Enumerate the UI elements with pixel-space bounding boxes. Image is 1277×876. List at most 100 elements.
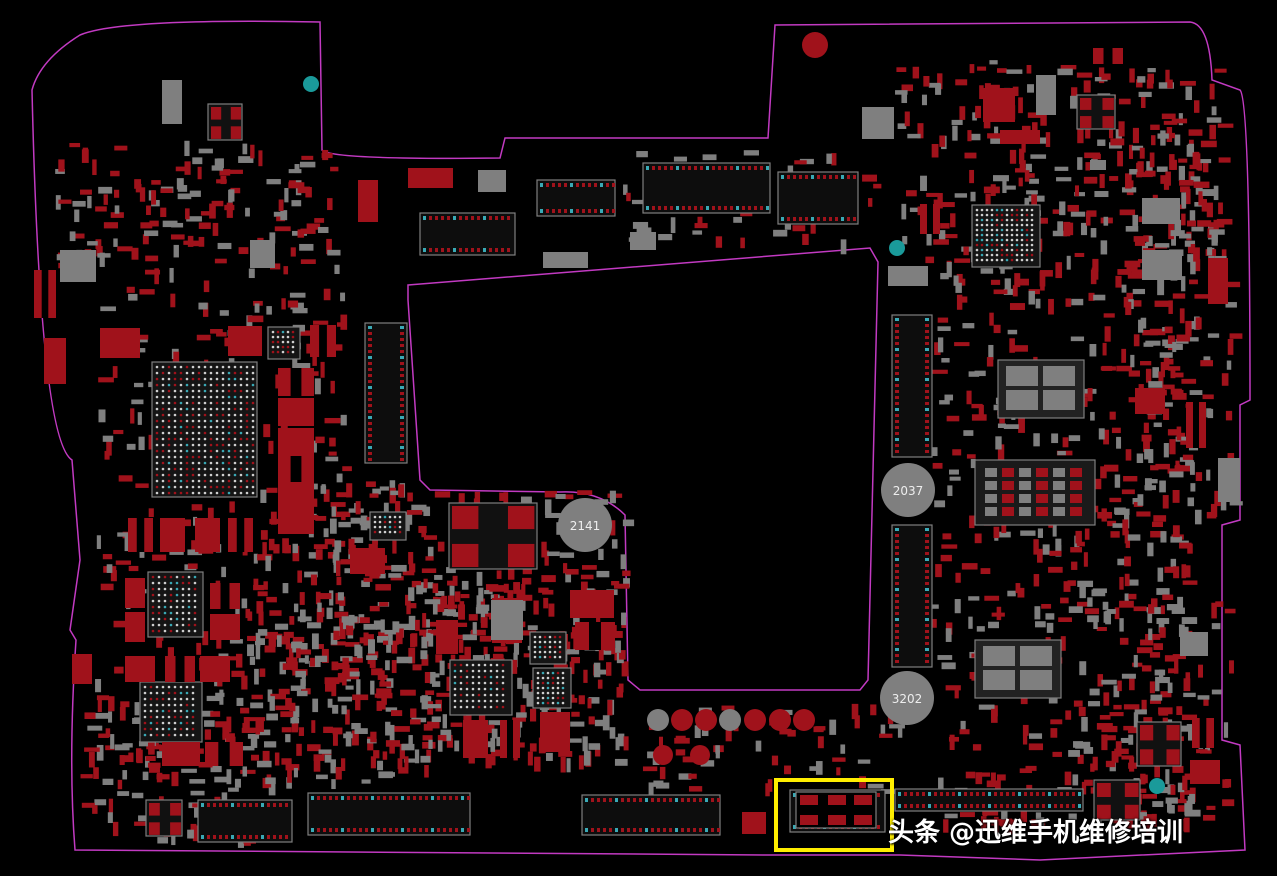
bga-ball bbox=[185, 389, 189, 393]
passive-pad bbox=[98, 377, 114, 383]
passive-pad bbox=[274, 752, 280, 766]
bga-ball bbox=[143, 721, 147, 725]
bga-ball bbox=[173, 371, 177, 375]
passive-pad bbox=[1125, 226, 1139, 232]
bga-ball bbox=[990, 238, 994, 242]
passive-pad bbox=[192, 825, 199, 842]
passive-pad bbox=[315, 436, 325, 444]
passive-pad bbox=[993, 526, 1000, 539]
passive-pad bbox=[611, 580, 620, 586]
bga-ball bbox=[985, 243, 989, 247]
bga-ball bbox=[477, 681, 481, 685]
passive-pad bbox=[578, 755, 584, 770]
bga-ball bbox=[1010, 223, 1014, 227]
pin bbox=[895, 600, 899, 603]
passive-pad bbox=[1150, 465, 1159, 471]
bga-ball bbox=[276, 335, 280, 339]
bga-ball bbox=[378, 530, 382, 534]
passive-pad bbox=[409, 719, 421, 725]
passive-pad bbox=[1185, 565, 1191, 578]
passive-pad bbox=[421, 654, 429, 666]
bga-ball bbox=[459, 699, 463, 703]
pin bbox=[895, 618, 899, 621]
bga-ball bbox=[173, 377, 177, 381]
grey-block bbox=[1090, 160, 1106, 170]
passive-pad bbox=[1102, 342, 1107, 356]
passive-pad bbox=[1187, 337, 1199, 342]
pin bbox=[895, 450, 899, 453]
bga-ball bbox=[155, 685, 159, 689]
passive-pad bbox=[1187, 143, 1195, 153]
bga-ball bbox=[181, 575, 185, 579]
bga-ball bbox=[221, 485, 225, 489]
passive-pad bbox=[375, 584, 391, 591]
passive-pad bbox=[1020, 530, 1036, 536]
passive-pad bbox=[1132, 214, 1139, 226]
passive-pad bbox=[1028, 290, 1035, 305]
bga-ball bbox=[155, 455, 159, 459]
passive-pad bbox=[1077, 580, 1094, 587]
pin bbox=[347, 796, 350, 800]
passive-pad bbox=[1124, 573, 1130, 587]
passive-pad bbox=[1003, 424, 1019, 429]
bga-ball bbox=[227, 401, 231, 405]
passive-pad bbox=[1037, 217, 1048, 224]
passive-pad bbox=[1185, 188, 1191, 205]
ic-pad bbox=[1080, 98, 1092, 110]
passive-pad bbox=[767, 779, 773, 792]
passive-pad bbox=[99, 252, 105, 267]
passive-pad bbox=[545, 512, 561, 518]
bga-ball bbox=[167, 383, 171, 387]
bga-ball bbox=[245, 473, 249, 477]
passive-pad bbox=[131, 792, 144, 799]
passive-pad bbox=[102, 778, 114, 785]
bga-ball bbox=[1020, 248, 1024, 252]
passive-pad bbox=[1225, 779, 1232, 788]
passive-pad bbox=[221, 792, 228, 801]
passive-pad bbox=[390, 490, 402, 496]
passive-pad bbox=[1108, 142, 1122, 149]
pin bbox=[400, 410, 404, 413]
passive-pad bbox=[1141, 665, 1152, 672]
passive-pad bbox=[1158, 669, 1164, 683]
bga-ball bbox=[221, 383, 225, 387]
bga-ball bbox=[271, 340, 275, 344]
passive-pad bbox=[792, 225, 806, 232]
bga-ball bbox=[221, 389, 225, 393]
passive-pad bbox=[475, 607, 489, 614]
passive-pad bbox=[984, 595, 1000, 601]
grid-cell bbox=[1019, 481, 1031, 490]
bga-ball bbox=[1000, 253, 1004, 257]
bga-ball bbox=[1025, 233, 1029, 237]
passive-pad bbox=[981, 816, 987, 831]
pin bbox=[676, 206, 679, 210]
grid-cell bbox=[1019, 507, 1031, 516]
passive-pad bbox=[334, 540, 342, 553]
passive-pad bbox=[966, 390, 972, 405]
bga-ball bbox=[227, 479, 231, 483]
passive-pad bbox=[167, 647, 174, 660]
pin bbox=[895, 570, 899, 573]
passive-pad bbox=[987, 133, 1002, 139]
pin bbox=[730, 206, 733, 210]
pin bbox=[423, 216, 426, 220]
passive-pad bbox=[423, 578, 428, 589]
passive-pad bbox=[1100, 240, 1108, 255]
bga-ball bbox=[251, 371, 255, 375]
bga-ball bbox=[239, 407, 243, 411]
passive-pad bbox=[1056, 177, 1072, 182]
passive-pad bbox=[427, 704, 442, 709]
bga-ball bbox=[179, 721, 183, 725]
passive-pad bbox=[317, 593, 332, 600]
passive-pad bbox=[215, 692, 225, 697]
bga-ball bbox=[185, 467, 189, 471]
passive-pad bbox=[1202, 394, 1214, 400]
passive-pad bbox=[1190, 176, 1201, 182]
passive-pad bbox=[988, 344, 994, 360]
bga-ball bbox=[155, 485, 159, 489]
bga-ball bbox=[191, 455, 195, 459]
bga-ball bbox=[558, 640, 562, 644]
passive-pad bbox=[408, 603, 417, 609]
ic-pad bbox=[1097, 804, 1111, 819]
passive-pad bbox=[427, 629, 444, 636]
